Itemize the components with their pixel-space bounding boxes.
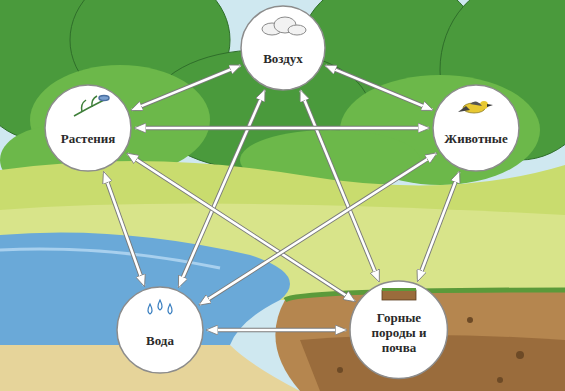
circle-shape — [433, 85, 519, 171]
circle-node: Воздух — [240, 5, 326, 91]
soil-icon — [382, 288, 416, 300]
node-label: Вода — [146, 333, 174, 348]
arrow-line — [135, 127, 429, 130]
arrow-line — [418, 172, 459, 281]
plant-icon — [74, 96, 109, 117]
double-arrow — [104, 172, 144, 285]
double-arrow — [131, 65, 240, 110]
node-label: Животные — [444, 131, 507, 146]
circle-outline — [240, 5, 326, 91]
node-label: Горные породы и почва — [357, 310, 441, 355]
circle-shape — [350, 281, 447, 378]
circle-outline — [116, 286, 204, 374]
double-arrow — [418, 172, 459, 281]
arrow-line — [104, 172, 144, 285]
node-label: Растения — [61, 131, 115, 146]
circle-node: Растения — [44, 84, 132, 172]
double-arrow — [300, 91, 378, 282]
circle-node: Горные породы и почва — [349, 280, 448, 379]
cloud-icon — [262, 17, 306, 35]
arrow-line — [207, 329, 346, 332]
node-label: Воздух — [263, 51, 303, 66]
double-arrow — [325, 66, 432, 110]
circle-outline — [44, 84, 132, 172]
circle-shape — [117, 287, 203, 373]
arrow-line — [179, 90, 265, 287]
arrow-line — [300, 91, 378, 282]
double-arrow — [179, 90, 265, 287]
drops-icon — [148, 300, 172, 314]
double-arrow — [207, 329, 346, 330]
circle-node: Вода — [116, 286, 204, 374]
double-arrow — [135, 128, 429, 129]
arrow-line — [325, 66, 432, 110]
circle-shape — [241, 6, 325, 90]
circle-shape — [45, 85, 131, 171]
circle-node: Животные — [432, 84, 520, 172]
arrow-line — [131, 65, 240, 110]
bird-icon — [458, 101, 493, 113]
circle-outline — [432, 84, 520, 172]
